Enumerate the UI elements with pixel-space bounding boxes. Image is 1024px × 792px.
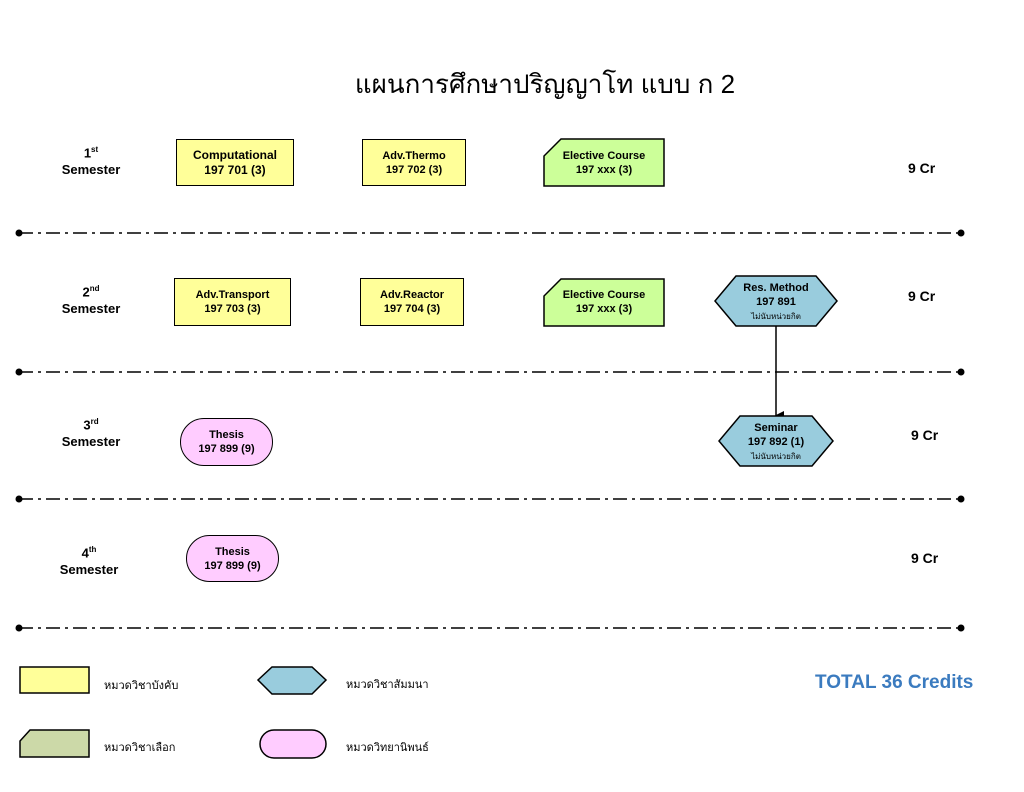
legend-thesis-label: หมวดวิทยานิพนธ์ bbox=[346, 742, 429, 754]
legend-required-label: หมวดวิชาบังคับ bbox=[104, 680, 179, 692]
semester-divider-4 bbox=[15, 624, 965, 632]
course-adv-reactor: Adv.Reactor 197 704 (3) bbox=[360, 278, 464, 326]
semester-2-text: Semester bbox=[61, 301, 121, 317]
legend-required-swatch bbox=[19, 666, 90, 694]
page-title: แผนการศึกษาปริญญาโท แบบ ก 2 bbox=[354, 69, 736, 99]
semester-3-sup: rd bbox=[90, 417, 99, 426]
course-thesis-4: Thesis 197 899 (9) bbox=[186, 535, 279, 582]
semester-4-text: Semester bbox=[59, 562, 119, 578]
semester-4-sup: th bbox=[88, 545, 97, 554]
course-computational: Computational 197 701 (3) bbox=[176, 139, 294, 186]
semester-4-credits: 9 Cr bbox=[911, 550, 939, 566]
semester-3-credits: 9 Cr bbox=[911, 427, 939, 443]
course-elective-1-code: 197 xxx (3) bbox=[576, 164, 633, 176]
semester-2-label: 2nd Semester bbox=[36, 280, 146, 317]
semester-4-num: 4 bbox=[81, 545, 89, 561]
semester-2-num: 2 bbox=[82, 284, 90, 300]
legend-elective-swatch bbox=[19, 729, 90, 758]
course-elective-1-name: Elective Course bbox=[563, 150, 646, 162]
legend-seminar-label: หมวดวิชาสัมมนา bbox=[346, 679, 429, 691]
course-thesis-3: Thesis 197 899 (9) bbox=[180, 418, 273, 466]
course-adv-thermo-code: 197 702 (3) bbox=[385, 163, 443, 176]
course-res-method: Res. Method 197 891 ไม่นับหน่วยกิต bbox=[714, 275, 838, 327]
semester-1-num: 1 bbox=[83, 145, 92, 161]
semester-3-num: 3 bbox=[83, 417, 91, 433]
course-adv-transport: Adv.Transport 197 703 (3) bbox=[174, 278, 291, 326]
course-elective-2-name: Elective Course bbox=[563, 289, 646, 301]
legend-thesis-swatch bbox=[259, 729, 327, 759]
course-adv-transport-name: Adv.Transport bbox=[195, 289, 270, 301]
course-thesis-4-code: 197 899 (9) bbox=[204, 559, 261, 572]
course-computational-name: Computational bbox=[193, 147, 277, 162]
course-adv-thermo-name: Adv.Thermo bbox=[382, 149, 446, 162]
semester-divider-2 bbox=[15, 368, 965, 376]
course-elective-2: Elective Course 197 xxx (3) bbox=[543, 278, 665, 327]
course-adv-reactor-name: Adv.Reactor bbox=[380, 289, 444, 301]
course-elective-2-code: 197 xxx (3) bbox=[576, 303, 633, 315]
course-seminar-code: 197 892 (1) bbox=[748, 436, 805, 448]
course-seminar-name: Seminar bbox=[754, 422, 798, 434]
course-elective-1: Elective Course 197 xxx (3) bbox=[543, 138, 665, 187]
course-seminar: Seminar 197 892 (1) ไม่นับหน่วยกิต bbox=[718, 415, 834, 467]
course-computational-code: 197 701 (3) bbox=[204, 162, 266, 177]
legend-seminar-swatch bbox=[256, 666, 328, 695]
semester-3-label: 3rd Semester bbox=[36, 413, 146, 450]
course-res-method-code: 197 891 bbox=[756, 296, 796, 308]
semester-3-text: Semester bbox=[61, 434, 121, 450]
course-adv-transport-code: 197 703 (3) bbox=[204, 303, 261, 315]
semester-1-text: Semester bbox=[61, 162, 121, 178]
legend-elective-label: หมวดวิชาเลือก bbox=[104, 742, 176, 754]
semester-1-credits: 9 Cr bbox=[908, 160, 936, 176]
semester-divider-3 bbox=[15, 495, 965, 503]
course-thesis-4-name: Thesis bbox=[215, 545, 250, 558]
semester-2-credits: 9 Cr bbox=[908, 288, 936, 304]
total-credits: TOTAL 36 Credits bbox=[815, 672, 974, 693]
course-adv-thermo: Adv.Thermo 197 702 (3) bbox=[362, 139, 466, 186]
course-res-method-name: Res. Method bbox=[743, 282, 808, 294]
semester-1-sup: st bbox=[91, 145, 99, 154]
semester-4-label: 4th Semester bbox=[34, 541, 144, 578]
course-adv-reactor-code: 197 704 (3) bbox=[383, 303, 441, 315]
course-thesis-3-code: 197 899 (9) bbox=[198, 443, 255, 455]
semester-2-sup: nd bbox=[89, 284, 100, 293]
course-res-method-note: ไม่นับหน่วยกิต bbox=[750, 312, 801, 321]
semester-1-label: 1st Semester bbox=[36, 141, 146, 178]
semester-divider-1 bbox=[15, 229, 965, 237]
course-thesis-3-name: Thesis bbox=[209, 429, 244, 441]
course-seminar-note: ไม่นับหน่วยกิต bbox=[750, 452, 801, 461]
